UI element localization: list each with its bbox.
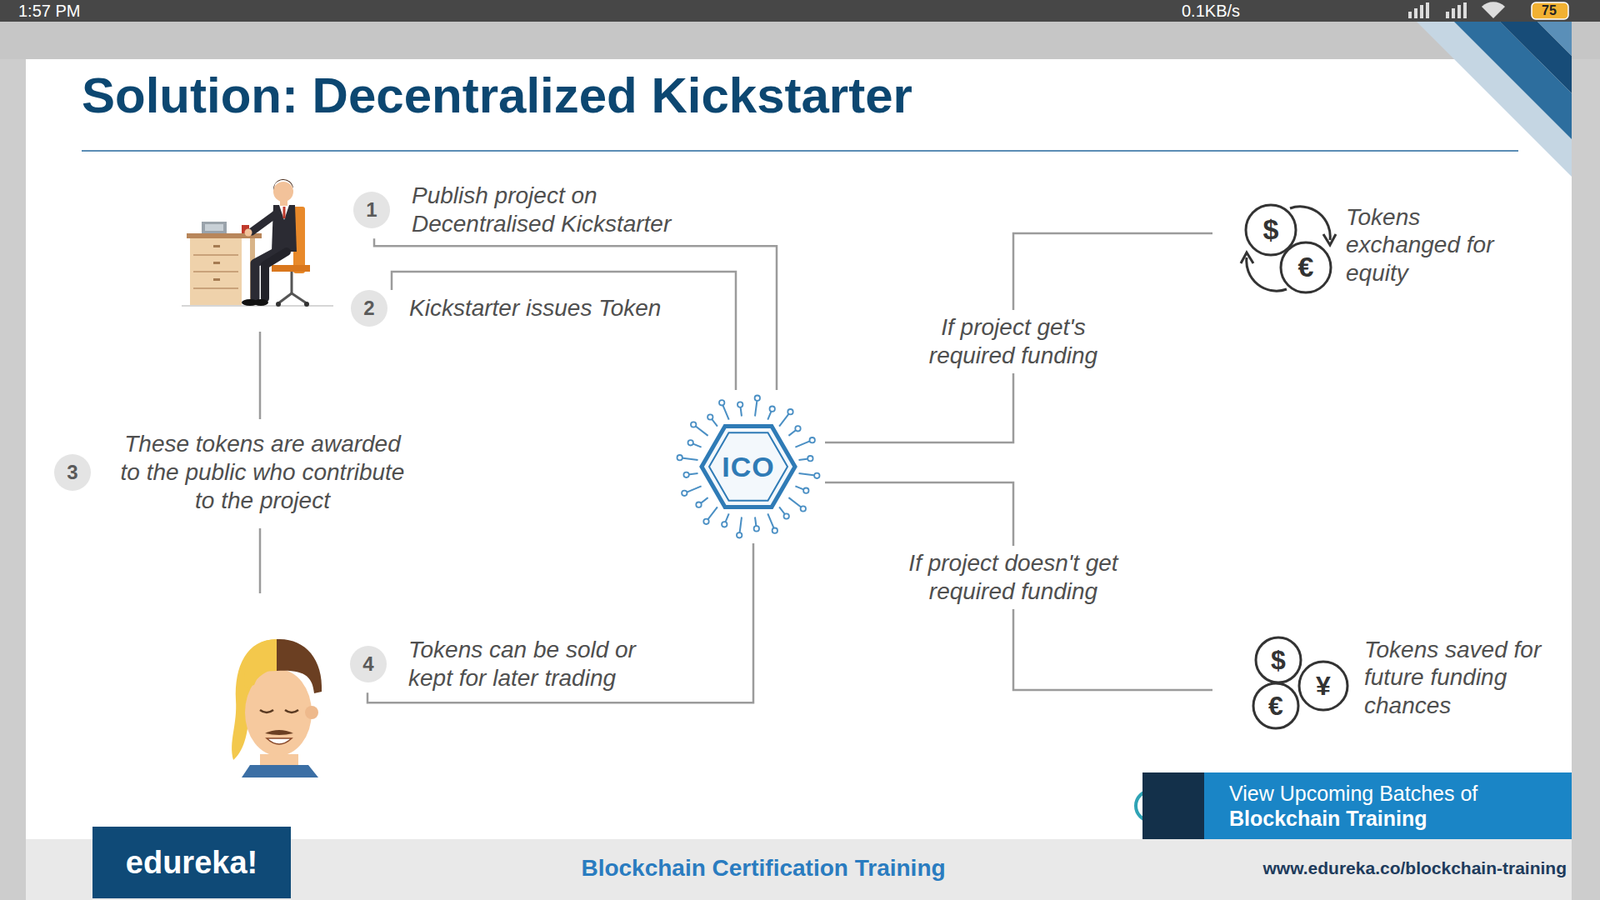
circuit-dot bbox=[803, 488, 809, 494]
circuit-dot bbox=[795, 425, 800, 431]
callout-circle: 2 bbox=[350, 290, 388, 327]
banner-emblem bbox=[1135, 772, 1205, 840]
page-label: $ bbox=[1263, 213, 1280, 246]
circuit-dot bbox=[807, 455, 813, 461]
hexagon-outline bbox=[701, 426, 795, 508]
callout-circle: 3 bbox=[54, 454, 91, 491]
page-label: ¥ bbox=[1315, 670, 1331, 702]
step-item: 3 These tokens are awarded to the public … bbox=[54, 430, 413, 515]
callout-number: 1 bbox=[365, 198, 377, 222]
businessman-illustration bbox=[181, 179, 334, 307]
brand-text: edureka! bbox=[125, 845, 258, 881]
circuit-dot bbox=[770, 406, 775, 412]
outcome-text: Tokens saved for future funding chances bbox=[1364, 635, 1543, 720]
title-rule bbox=[81, 150, 1519, 152]
edge-label: If project doesn't get required funding bbox=[900, 545, 1126, 609]
page-label: € bbox=[1268, 690, 1284, 722]
connector-line bbox=[825, 233, 1213, 443]
circuit-dot bbox=[754, 525, 760, 531]
circuit-dot bbox=[784, 513, 790, 519]
coin-exchange-icon bbox=[1240, 205, 1336, 293]
step-text: Kickstarter issues Token bbox=[409, 294, 760, 323]
step-text: Tokens can be sold or kept for later tra… bbox=[408, 635, 667, 693]
callout-number: 2 bbox=[363, 296, 375, 320]
step-item: 4 Tokens can be sold or kept for later tr… bbox=[350, 635, 667, 693]
outcome-item: Tokens exchanged for equity bbox=[1212, 203, 1517, 288]
circuit-dot bbox=[721, 521, 727, 527]
outcome-item: Tokens saved for future funding chances bbox=[1212, 635, 1543, 720]
outcome-text: Tokens exchanged for equity bbox=[1345, 203, 1517, 288]
callout-number: 4 bbox=[362, 652, 374, 676]
page-label: 1:57 PM bbox=[18, 1, 80, 21]
circuit-dot bbox=[814, 473, 820, 479]
callout-circle: 4 bbox=[350, 645, 387, 683]
contributor-illustration bbox=[231, 639, 322, 778]
page-label: www.edureka.co/blockchain-training bbox=[1263, 858, 1567, 879]
edge-label: If project get's required funding bbox=[921, 310, 1105, 373]
step-text: Publish project on Decentralised Kicksta… bbox=[411, 181, 712, 239]
circuit-dot bbox=[772, 528, 778, 534]
brand-box: edureka! bbox=[92, 826, 291, 899]
circuit-dot bbox=[695, 502, 701, 508]
circuit-dot bbox=[707, 414, 713, 420]
circuit-dot bbox=[681, 490, 687, 496]
circuit-dot bbox=[800, 505, 806, 511]
circuit-dot bbox=[736, 532, 742, 538]
slide-title: Solution: Decentralized Kickstarter bbox=[81, 66, 913, 125]
connector-line bbox=[374, 238, 777, 390]
circuit-dot bbox=[737, 401, 743, 407]
page-label: 75 bbox=[1541, 3, 1557, 19]
connector-line bbox=[825, 482, 1213, 690]
circuit-dot bbox=[810, 437, 815, 443]
step-item: 1 Publish project on Decentralised Kickst… bbox=[353, 181, 712, 239]
banner-text: View Upcoming Batches of bbox=[1229, 780, 1572, 806]
top-band bbox=[0, 21, 1600, 60]
circuit-dot bbox=[755, 395, 760, 401]
hexagon-inner bbox=[709, 432, 788, 500]
coin-savings-icon bbox=[1253, 637, 1348, 729]
circuit-dot bbox=[677, 455, 683, 460]
status-bar bbox=[0, 0, 1600, 22]
circuit-dot bbox=[690, 421, 696, 427]
status-icons bbox=[1408, 1, 1569, 20]
circuit-dot bbox=[787, 409, 793, 415]
connector-line bbox=[391, 271, 736, 390]
ico-node: ICO bbox=[671, 390, 825, 544]
callout-circle: 1 bbox=[353, 191, 390, 229]
banner-text: Blockchain Training bbox=[1229, 805, 1572, 831]
ico-label: ICO bbox=[721, 450, 775, 484]
page-label: Blockchain Certification Training bbox=[580, 855, 945, 882]
callout-number: 3 bbox=[66, 460, 78, 485]
page-label: $ bbox=[1270, 645, 1286, 676]
page-label: 0.1KB/s bbox=[1181, 1, 1240, 21]
circuit-dot bbox=[688, 440, 694, 445]
banner-dark-block bbox=[1142, 772, 1205, 840]
circuit-dot bbox=[719, 400, 725, 405]
page-label: € bbox=[1298, 250, 1315, 284]
circuit-dot bbox=[683, 472, 689, 478]
circuit-dot bbox=[703, 519, 709, 525]
step-item: 2 Kickstarter issues Token bbox=[350, 290, 760, 327]
training-banner: View Upcoming Batches ofBlockchain Train… bbox=[1142, 772, 1572, 840]
corner-stripes bbox=[1416, 21, 1572, 177]
connector-line bbox=[367, 543, 754, 703]
step-text: These tokens are awarded to the public w… bbox=[112, 430, 413, 515]
